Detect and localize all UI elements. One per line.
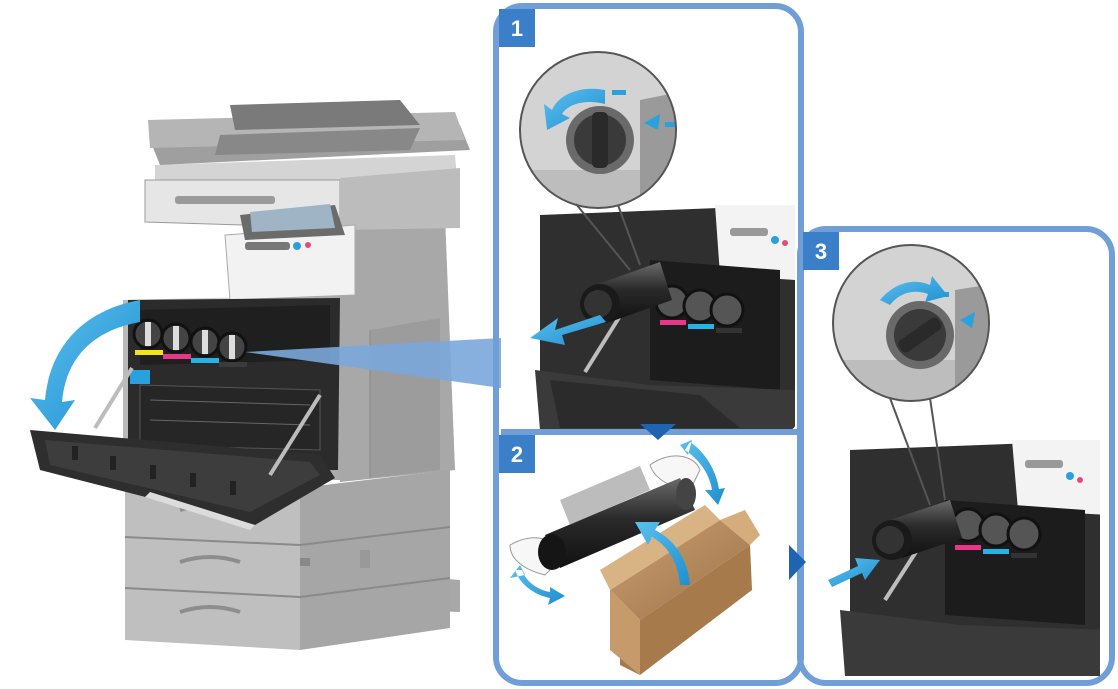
rotate-arrow-icon [880,276,948,305]
door-open-arrow-icon [30,300,140,430]
step-2-badge: 2 [499,435,535,473]
toner-bottle-pulled [580,262,672,324]
step-1-badge: 1 [499,9,535,47]
step-3-badge: 3 [803,232,839,270]
step-1-zoom-circle [519,51,677,271]
copier-machine [30,100,470,650]
step-1-panel [530,205,795,429]
step-2-panel [509,440,760,675]
step-3-number: 3 [815,239,827,264]
step-frames [493,3,1115,686]
rotate-arrow-icon [544,88,605,130]
step-3-zoom-circle [832,244,990,506]
open-front-door [30,366,335,530]
shake-arrow-icon [510,565,565,605]
toner-bottle-inserted [872,500,962,560]
toner-bottle [538,466,696,570]
step-1-number: 1 [511,16,523,41]
next-step-triangle-icon [789,545,806,580]
step-3-panel [828,440,1100,676]
toner-knobs [132,318,248,363]
step-2-number: 2 [511,442,523,467]
insert-arrow-icon [828,558,880,587]
take-out-arrow-icon [635,522,690,585]
shake-arrow-icon [680,440,725,505]
callout-beam [245,338,501,388]
next-step-triangle-icon [640,424,676,440]
pull-out-arrow-icon [530,315,606,345]
